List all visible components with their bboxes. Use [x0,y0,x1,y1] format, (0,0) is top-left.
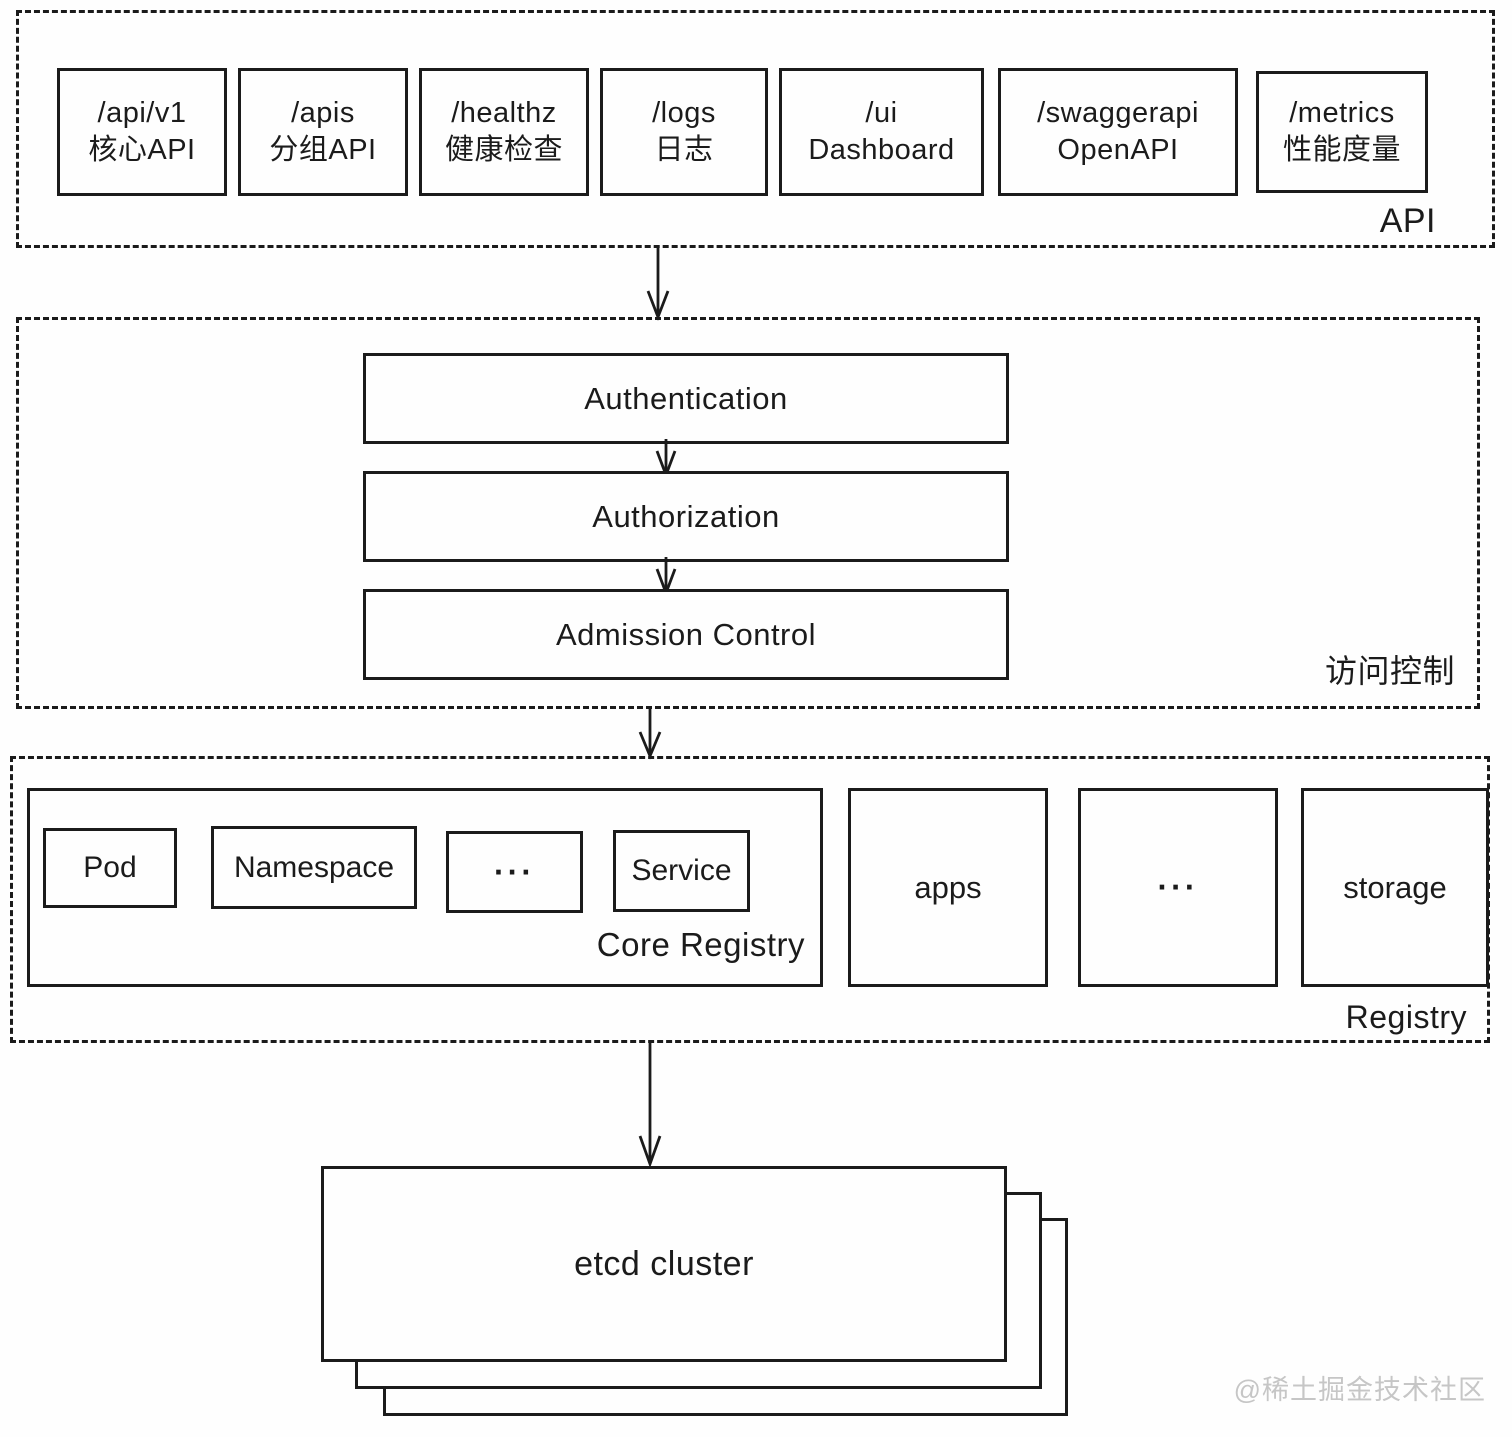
step-label: Authentication [584,380,788,416]
more-resources-box: ··· [446,831,583,913]
resource-label: Namespace [233,850,395,884]
endpoint-desc: 健康检查 [444,134,563,166]
endpoint-path: /api/v1 [97,96,187,129]
namespace-box: Namespace [211,826,417,909]
endpoint-desc: Dashboard [808,134,955,166]
endpoint-path: /swaggerapi [1037,96,1199,129]
registry-section: Pod Namespace ··· Service Core Registry … [10,756,1490,1043]
flow-arrow-api-to-access-control [646,247,670,321]
api-section-label: API [1379,202,1436,240]
flow-arrow-access-control-to-registry [638,708,662,760]
access-control-section: Authentication Authorization Admission C… [16,317,1480,709]
api-endpoint-box-ui: /ui Dashboard [779,68,984,196]
api-endpoint-box-apis: /apis 分组API [238,68,408,196]
endpoint-desc: 分组API [269,134,377,166]
more-registries-box: ··· [1078,788,1278,987]
api-endpoint-box-metrics: /metrics 性能度量 [1256,71,1428,193]
endpoint-path: /healthz [451,96,557,129]
admission-control-box: Admission Control [363,589,1009,680]
core-registry-box: Pod Namespace ··· Service Core Registry [27,788,823,987]
endpoint-path: /metrics [1289,96,1395,129]
endpoint-path: /logs [652,96,716,129]
endpoint-desc: OpenAPI [1057,134,1179,166]
endpoint-desc: 日志 [654,134,714,166]
authorization-box: Authorization [363,471,1009,562]
watermark: @稀土掘金技术社区 [1233,1375,1486,1405]
api-endpoint-box-swagger: /swaggerapi OpenAPI [998,68,1238,196]
registry-section-label: Registry [1345,999,1467,1035]
endpoint-desc: 性能度量 [1282,134,1401,166]
api-endpoint-box-healthz: /healthz 健康检查 [419,68,589,196]
storage-registry-box: storage [1301,788,1489,987]
pod-box: Pod [43,828,177,908]
step-label: Admission Control [555,616,817,652]
etcd-cluster-label: etcd cluster [574,1244,754,1283]
authentication-box: Authentication [363,353,1009,444]
resource-label: Service [631,854,732,887]
etcd-cluster-box: etcd cluster [321,1166,1007,1362]
ellipsis-label: ··· [494,853,535,890]
access-control-section-label: 访问控制 [1324,653,1455,689]
api-endpoint-box-logs: /logs 日志 [600,68,768,196]
apps-registry-box: apps [848,788,1048,987]
group-label: apps [914,869,982,905]
step-label: Authorization [592,498,780,534]
endpoint-path: /apis [291,96,355,129]
api-endpoint-box-core: /api/v1 核心API [57,68,227,196]
core-registry-label: Core Registry [596,926,805,963]
resource-label: Pod [83,851,137,884]
flow-arrow-registry-to-etcd [638,1042,662,1169]
endpoint-desc: 核心API [88,134,196,166]
service-box: Service [613,830,750,912]
api-section: /api/v1 核心API /apis 分组API /healthz 健康检查 … [16,10,1495,248]
ellipsis-label: ··· [1157,869,1199,905]
endpoint-path: /ui [865,96,898,129]
group-label: storage [1343,869,1447,905]
